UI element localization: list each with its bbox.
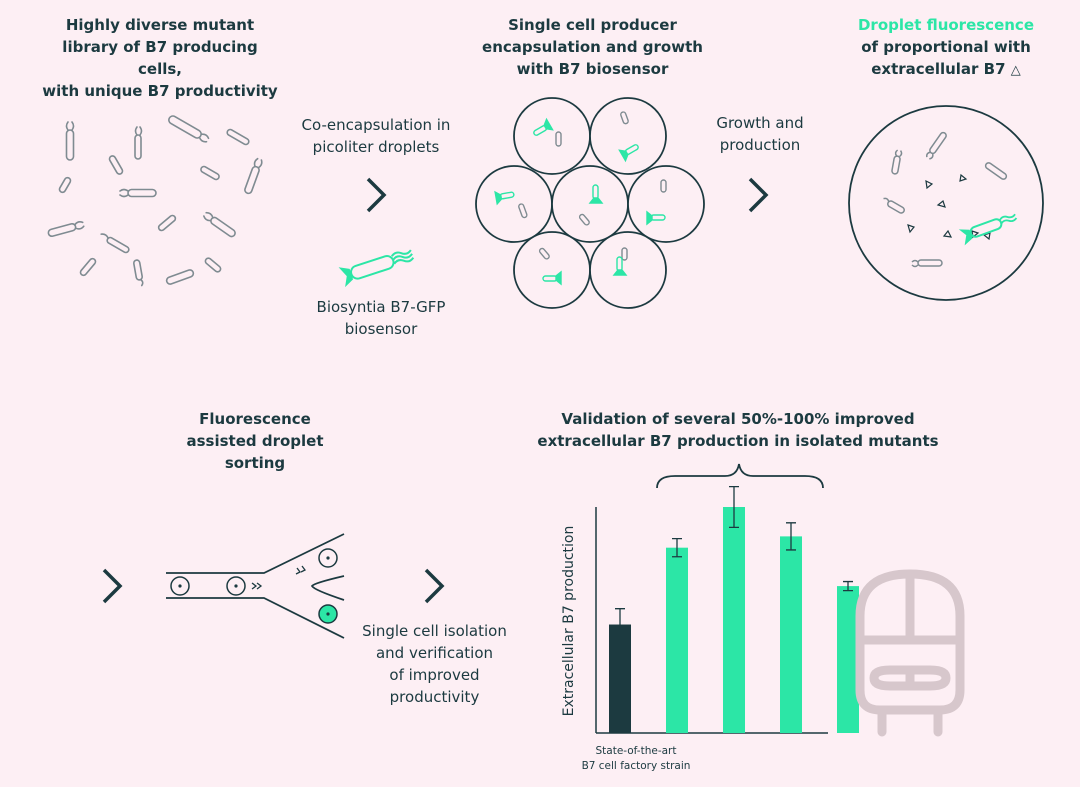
- bar: [609, 624, 631, 733]
- cell-icon: [203, 211, 236, 238]
- step6-title-line: Validation of several 50%-100% improved: [561, 410, 915, 428]
- arrow-label-line: and verification: [375, 644, 494, 662]
- cell-icon: [58, 176, 72, 194]
- cell-icon: [168, 115, 210, 143]
- mutant-library-illustration: [47, 115, 263, 287]
- single-droplet: [848, 105, 1044, 301]
- chevron-right-icon: [102, 568, 123, 604]
- chevron-right-icon: [748, 177, 769, 213]
- bar: [780, 536, 802, 733]
- step5-title-line: assisted droplet: [186, 432, 324, 450]
- cell-icon: [108, 155, 124, 175]
- cell-icon: [244, 157, 263, 195]
- error-bar: [843, 580, 853, 592]
- step5-arrow-label: Single cell isolation and verification o…: [352, 620, 517, 708]
- step6-title: Validation of several 50%-100% improved …: [528, 408, 948, 452]
- biosensor-label: Biosyntia B7-GFP biosensor: [296, 296, 466, 340]
- b7-triangle-icon: △: [1010, 63, 1021, 78]
- step2-arrow-label: Co-encapsulation in picoliter droplets: [286, 114, 466, 158]
- arrow-label-line: Single cell isolation: [362, 622, 507, 640]
- error-bar: [615, 608, 625, 641]
- xlabel-line: State-of-the-art: [595, 745, 677, 757]
- cell-icon: [134, 126, 143, 160]
- cell-icon: [157, 214, 177, 232]
- arrow-label-line: of improved: [389, 666, 480, 684]
- step3-title: Single cell producer encapsulation and g…: [475, 14, 710, 80]
- error-bar: [729, 486, 739, 528]
- step1-title: Highly diverse mutant library of B7 prod…: [40, 14, 280, 102]
- step5-title-line: Fluorescence: [199, 410, 311, 428]
- cell-icon: [47, 220, 85, 238]
- droplet: [589, 97, 667, 175]
- cell-icon: [204, 257, 222, 273]
- step5-title: Fluorescence assisted droplet sorting: [175, 408, 335, 474]
- step3-title-line: encapsulation and growth: [482, 38, 703, 56]
- chevron-right-icon: [424, 568, 445, 604]
- droplet: [627, 165, 705, 243]
- step5-title-line: sorting: [224, 454, 286, 472]
- error-bar: [672, 537, 682, 558]
- biosensor-label-line: Biosyntia B7-GFP: [316, 298, 446, 316]
- error-bar: [786, 522, 796, 551]
- validation-bar-chart: [595, 486, 859, 734]
- droplet: [513, 97, 591, 175]
- step4-title: Droplet fluorescence of proportional wit…: [828, 14, 1064, 82]
- step3-arrow-label: Growth and production: [700, 112, 820, 156]
- step4-title-line: extracellular B7 △: [828, 58, 1064, 82]
- cell-icon: [65, 121, 75, 161]
- droplet-cluster: [475, 97, 705, 309]
- cell-icon: [132, 259, 144, 287]
- chevron-right-icon: [366, 177, 387, 213]
- step1-title-line: Highly diverse mutant: [65, 16, 255, 34]
- cell-icon: [119, 188, 157, 198]
- biosensor-icon: [338, 249, 415, 288]
- logo-watermark-icon: [855, 569, 965, 737]
- chart-ylabel: Extracellular B7 production: [561, 525, 577, 717]
- curly-brace: [656, 463, 824, 489]
- bar: [837, 586, 859, 733]
- droplet: [513, 231, 591, 309]
- droplet: [551, 165, 629, 243]
- cell-icon: [200, 165, 220, 181]
- cell-icon: [100, 233, 130, 254]
- arrow-label-line: picoliter droplets: [312, 138, 440, 156]
- cell-icon: [226, 128, 250, 146]
- step6-title-line: extracellular B7 production in isolated …: [537, 432, 939, 450]
- step4-title-text: extracellular B7: [871, 60, 1006, 78]
- step3-title-line: with B7 biosensor: [516, 60, 669, 78]
- arrow-label-line: productivity: [389, 688, 480, 706]
- chart-xlabel: State-of-the-art B7 cell factory strain: [566, 744, 706, 774]
- arrow-label-line: production: [719, 136, 801, 154]
- droplet: [589, 231, 667, 309]
- bar: [666, 547, 688, 733]
- xlabel-line: B7 cell factory strain: [581, 760, 691, 772]
- arrow-label-line: Growth and: [716, 114, 804, 132]
- step4-title-line: of proportional with: [861, 38, 1031, 56]
- step1-title-line: library of B7 producing cells,: [62, 38, 258, 78]
- arrow-label-line: Co-encapsulation in: [301, 116, 451, 134]
- step3-title-line: Single cell producer: [508, 16, 677, 34]
- step4-title-highlight: Droplet fluorescence: [857, 16, 1034, 34]
- droplet: [475, 165, 553, 243]
- bar: [723, 507, 745, 733]
- sorting-channel: [166, 533, 345, 639]
- cell-icon: [79, 257, 97, 277]
- cell-icon: [165, 269, 195, 285]
- step1-title-line: with unique B7 productivity: [42, 82, 278, 100]
- biosensor-label-line: biosensor: [344, 320, 418, 338]
